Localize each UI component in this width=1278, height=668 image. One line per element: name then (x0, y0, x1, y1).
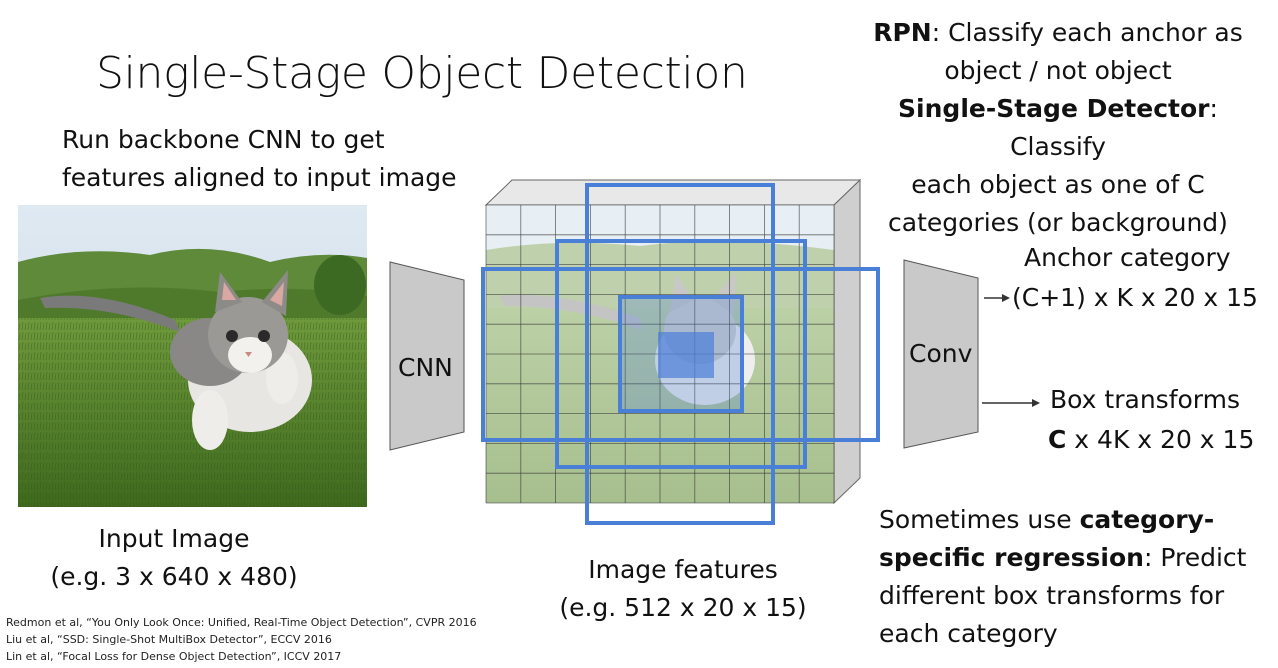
box-transforms-label: Box transforms (1050, 385, 1241, 414)
rpn-rest: : Classify each anchor as (931, 18, 1243, 47)
arrow-box-transforms (982, 399, 1040, 407)
reference-ssd: Liu et al, “SSD: Single-Shot MultiBox De… (6, 633, 332, 646)
reference-yolo: Redmon et al, “You Only Look Once: Unifi… (6, 616, 477, 629)
anchor-category-label: Anchor category (1024, 243, 1231, 272)
features-label-line1: Image features (588, 555, 778, 584)
anchor-box-small (618, 295, 744, 413)
anchor-center-cell (658, 332, 714, 378)
anchor-box-square (555, 239, 807, 469)
regression-line3: different box transforms for (879, 581, 1225, 610)
rpn-bold: RPN (873, 18, 932, 47)
features-label: Image features (e.g. 512 x 20 x 15) (533, 551, 833, 627)
regression-line1-plain: Sometimes use (879, 505, 1080, 534)
box-transforms-shape: C x 4K x 20 x 15 (1048, 421, 1254, 459)
features-label-line2: (e.g. 512 x 20 x 15) (559, 593, 807, 622)
box-transforms-c: C (1048, 425, 1067, 454)
regression-note: Sometimes use category- specific regress… (879, 501, 1246, 653)
arrow-anchor-category (984, 294, 1010, 302)
anchor-box-tall (585, 183, 775, 525)
ssd-bold: Single-Stage Detector (898, 94, 1210, 123)
ssd-line3: categories (or background) (888, 208, 1228, 237)
input-image-label-line2: (e.g. 3 x 640 x 480) (50, 562, 298, 591)
anchor-box-wide (481, 267, 880, 442)
conv-label: Conv (909, 339, 973, 368)
regression-line4: each category (879, 619, 1058, 648)
backbone-note: Run backbone CNN to get features aligned… (62, 121, 457, 197)
conv-block (903, 259, 979, 449)
reference-focal-loss: Lin et al, “Focal Loss for Dense Object … (6, 650, 342, 663)
box-transforms-rest: x 4K x 20 x 15 (1066, 425, 1255, 454)
cnn-block (389, 261, 465, 451)
regression-line1-bold: category- (1079, 505, 1215, 534)
regression-line2-bold: specific regression (879, 543, 1144, 572)
backbone-note-line1: Run backbone CNN to get (62, 125, 385, 154)
slide-title: Single-Stage Object Detection (96, 48, 748, 99)
regression-line2-plain: : Predict (1143, 543, 1247, 572)
references: Redmon et al, “You Only Look Once: Unifi… (6, 614, 477, 665)
ssd-line2: each object as one of C (911, 170, 1205, 199)
rpn-line2: object / not object (944, 56, 1172, 85)
ssd-rest: : Classify (1010, 94, 1218, 161)
cnn-label: CNN (398, 353, 453, 382)
anchor-category-shape: (C+1) x K x 20 x 15 (1012, 283, 1258, 312)
input-image-label: Input Image (e.g. 3 x 640 x 480) (24, 520, 324, 596)
input-image (18, 205, 367, 507)
rpn-note: RPN: Classify each anchor as object / no… (848, 14, 1268, 242)
backbone-note-line2: features aligned to input image (62, 163, 457, 192)
input-image-label-line1: Input Image (98, 524, 250, 553)
feature-volume (484, 178, 862, 505)
